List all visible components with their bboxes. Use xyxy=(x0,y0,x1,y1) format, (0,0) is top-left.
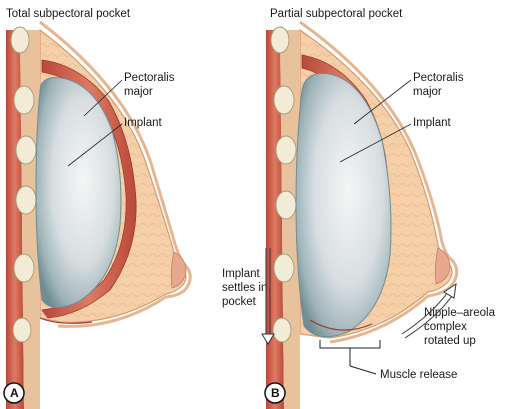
panel-a-pectoralis-leader xyxy=(83,79,123,117)
panel-b-title: Partial subpectoral pocket xyxy=(270,8,403,20)
panel-a-implant-leader xyxy=(67,123,123,167)
panel-b-label-implant: Implant xyxy=(339,117,452,163)
panel-b xyxy=(266,20,459,409)
rotate-up-arrow xyxy=(401,282,457,339)
panel-b-nipple-line1: Nipple–areola xyxy=(424,307,496,319)
panel-a-letter: A xyxy=(10,386,19,400)
panel-b-nipple-line3: rotated up xyxy=(424,335,476,347)
muscle-release-bracket xyxy=(319,340,381,375)
panel-b-label-pectoralis: Pectoralis major xyxy=(353,72,464,125)
panel-b-pectoralis-leader xyxy=(353,79,412,125)
panel-a-implant-label: Implant xyxy=(124,117,163,129)
panel-a-title: Total subpectoral pocket xyxy=(6,8,131,20)
panel-a-ribs xyxy=(10,26,37,343)
panel-a-implant xyxy=(35,77,122,308)
panel-b-implant-leader xyxy=(339,123,412,163)
panel-a-pectoralis-line1: Pectoralis xyxy=(124,72,175,84)
panel-b-nipple xyxy=(434,247,451,285)
panel-b-pectoralis-line2: major xyxy=(413,86,442,98)
panel-b-settles-line2: settles in xyxy=(222,282,267,294)
panel-b-settles-line1: Implant xyxy=(222,268,261,280)
panel-b-ribs xyxy=(270,26,297,343)
panel-b-label-settles: Implant settles in pocket xyxy=(222,268,267,308)
panel-b-muscle-release-label: Muscle release xyxy=(380,369,457,381)
panel-b-implant xyxy=(295,72,392,338)
panel-b-settles-line3: pocket xyxy=(222,296,257,308)
panel-a-label-pectoralis: Pectoralis major xyxy=(83,72,175,117)
panel-b-letter: B xyxy=(271,386,280,400)
settle-down-arrow xyxy=(261,248,275,345)
panel-b-badge xyxy=(264,382,286,404)
panel-b-nipple-line2: complex xyxy=(424,321,467,333)
panel-a-badge xyxy=(3,382,25,404)
panel-b-pectoralis-line1: Pectoralis xyxy=(413,72,464,84)
panel-a xyxy=(6,20,192,409)
panel-a-pectoralis-line2: major xyxy=(124,86,153,98)
panel-b-label-nipple: Nipple–areola complex rotated up xyxy=(424,307,496,347)
panel-a-chest-wall xyxy=(6,30,24,409)
panel-b-implant-label: Implant xyxy=(413,117,452,129)
panel-a-nipple xyxy=(170,251,187,289)
panel-a-label-implant: Implant xyxy=(67,117,163,167)
